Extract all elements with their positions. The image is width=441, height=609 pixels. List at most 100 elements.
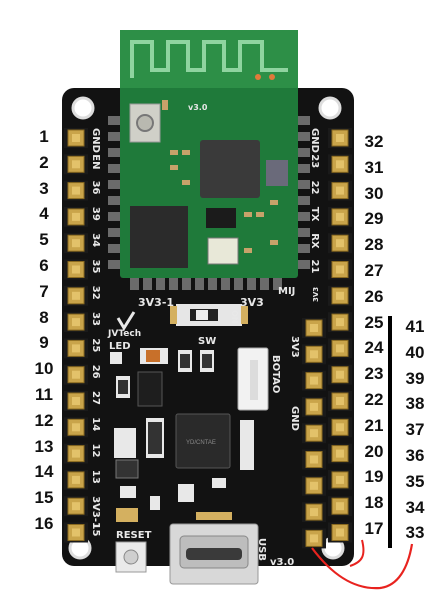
red-annotation-curve — [311, 543, 414, 590]
red-annotation-tick — [349, 539, 365, 567]
outer-pin-number: 37 — [405, 420, 425, 440]
left-pin-number: 6 — [39, 256, 49, 275]
sw-label: SW — [198, 336, 216, 347]
right-pin-number: 24 — [364, 338, 384, 358]
outer-pin-number: 39 — [405, 368, 425, 388]
switch-3v3-label: 3V3 — [240, 296, 264, 309]
secondary-header-pin — [302, 449, 326, 470]
left-pin-label: 26 — [90, 365, 101, 379]
right-header-pin — [328, 522, 352, 543]
left-pin-number: 5 — [39, 230, 49, 250]
switch-3v3-1-label: 3V3-1 — [138, 296, 174, 309]
flash-chip — [130, 206, 188, 268]
right-pin-number: 17 — [364, 519, 384, 538]
right-header-pin — [328, 180, 352, 201]
header-3v3-label: 3V3 — [289, 336, 300, 358]
left-header-pin — [64, 312, 88, 333]
left-pin-label: 3V3-1 — [90, 496, 101, 529]
left-header-pin — [64, 233, 88, 254]
secondary-header-pin — [302, 528, 326, 549]
left-header-pin — [64, 338, 88, 359]
right-header-pin — [328, 285, 352, 306]
regulator — [137, 371, 163, 407]
right-pin-number: 32 — [364, 132, 384, 151]
left-header-pin — [64, 522, 88, 543]
left-pin-label: 32 — [90, 286, 101, 300]
oscillator — [207, 237, 239, 265]
right-pin-number: 22 — [364, 390, 384, 409]
left-header-pin — [64, 469, 88, 490]
right-header-pin — [328, 391, 352, 411]
left-pin-number: 1 — [39, 127, 49, 146]
outer-pin-number: 33 — [405, 523, 425, 543]
left-pin-label: 13 — [90, 470, 101, 484]
usb-serial-chip — [175, 413, 231, 469]
left-header-pin — [64, 206, 88, 227]
secondary-header-pin — [302, 396, 326, 417]
left-pin-number: 8 — [39, 307, 49, 327]
secondary-header-pin — [302, 344, 326, 365]
left-header-pin — [64, 443, 88, 464]
left-pin-label: 25 — [90, 338, 101, 352]
right-pin-header — [328, 128, 352, 543]
secondary-header-pin — [302, 502, 326, 523]
left-pin-label: 35 — [90, 260, 101, 274]
left-pin-number: 7 — [39, 281, 49, 301]
right-pin-number: 20 — [364, 441, 384, 461]
board-version-label: v3.0 — [270, 557, 294, 568]
mij-label: MIJ — [278, 286, 295, 297]
outer-pin-number: 36 — [405, 446, 425, 465]
left-pin-number: 13 — [34, 436, 54, 456]
right-pin-label: 21 — [309, 260, 320, 274]
outer-pin-number: 35 — [405, 471, 425, 491]
outer-pin-number: 38 — [405, 394, 425, 414]
right-header-pin — [328, 259, 352, 280]
mount-hole-top-left — [71, 96, 95, 120]
right-pin-label: GND — [309, 128, 320, 153]
right-pin-number: 21 — [364, 415, 384, 435]
left-pin-label: 33 — [90, 312, 101, 326]
right-header-pin — [328, 469, 352, 490]
outer-pin-number: 34 — [405, 497, 425, 517]
right-header-pin — [328, 364, 352, 385]
left-pin-label: GND — [90, 128, 101, 153]
outer-pin-number: 41 — [405, 317, 425, 336]
right-header-pin — [328, 338, 352, 359]
right-header-pin — [328, 417, 352, 438]
right-pin-number: 26 — [364, 286, 384, 306]
left-pin-number: 10 — [34, 359, 54, 379]
right-pin-label: 22 — [309, 181, 320, 195]
header-gnd-label: GND — [289, 406, 300, 431]
right-pin-number: 27 — [364, 261, 384, 280]
left-pin-number: 2 — [39, 152, 49, 172]
led-label: LED — [109, 341, 131, 352]
jvtech-label: JVTech — [107, 329, 141, 339]
esp32-chip — [200, 140, 260, 198]
small-3v3-label: 3V3 — [312, 287, 320, 302]
left-pin-number: 16 — [34, 514, 54, 533]
secondary-header-pin — [302, 423, 326, 444]
right-pin-number: 18 — [364, 493, 384, 513]
right-header-pin — [328, 233, 352, 254]
left-pin-label: 27 — [90, 391, 101, 405]
right-pin-number: 23 — [364, 364, 384, 384]
module-version-text: v3.0 — [188, 103, 208, 112]
right-pin-number: 25 — [364, 312, 384, 332]
left-pin-label: 15 — [90, 523, 101, 537]
left-pin-number: 4 — [39, 204, 49, 224]
left-pin-label: 34 — [90, 233, 101, 247]
left-header-pin — [64, 180, 88, 201]
switch-on-label: ON — [230, 310, 239, 324]
mount-hole-top-right — [318, 96, 342, 120]
small-ic — [266, 160, 288, 186]
right-pin-number: 31 — [364, 157, 384, 177]
right-header-pin — [328, 128, 352, 148]
secondary-header-pin — [302, 475, 326, 496]
left-header-pin — [64, 128, 88, 148]
left-header-pin — [64, 417, 88, 438]
left-pin-label: 14 — [90, 417, 101, 431]
